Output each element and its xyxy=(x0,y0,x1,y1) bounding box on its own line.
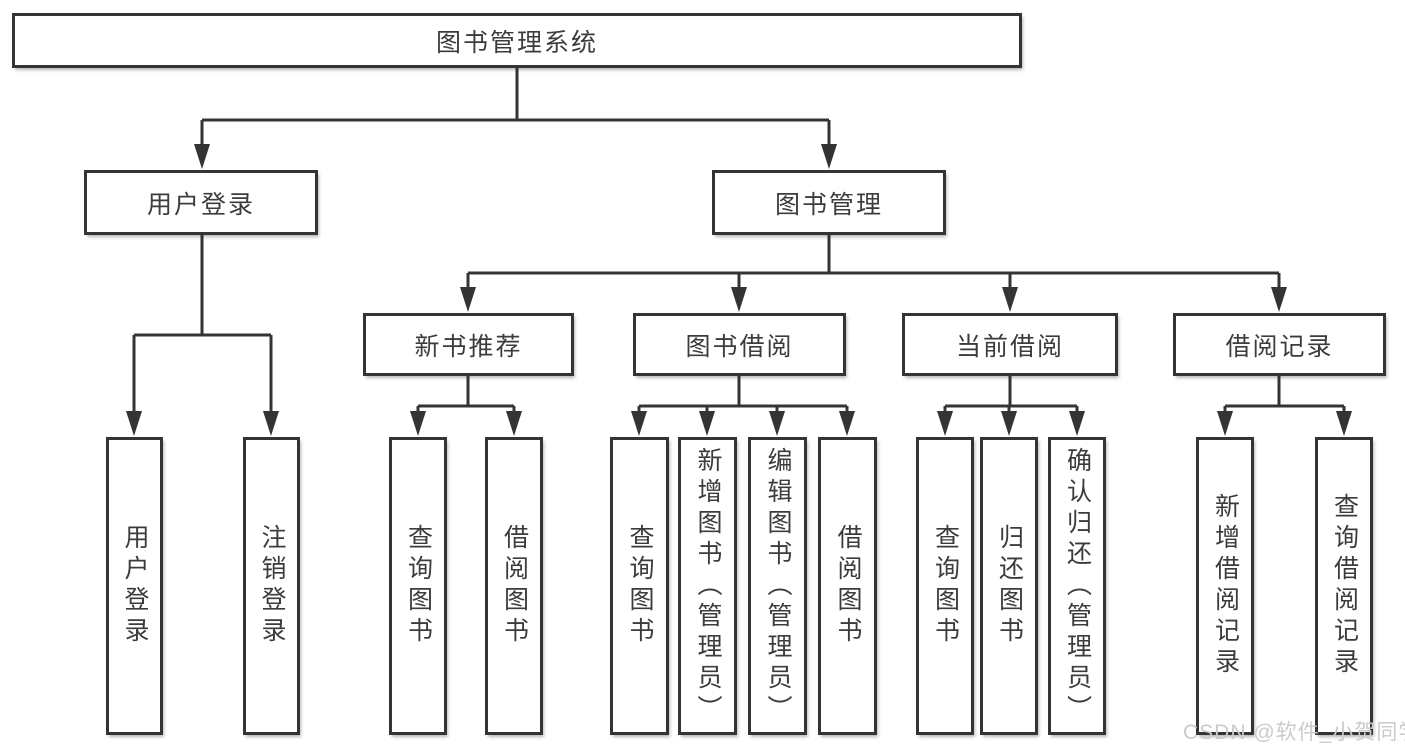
node-library-system-label: 图书管理系统 xyxy=(435,28,598,57)
csdn-watermark: CSDN @软件_小贺同学 xyxy=(1183,721,1405,744)
node-book-management: 图书管理 xyxy=(712,170,946,235)
node-new-book-recommend-label: 新书推荐 xyxy=(414,332,523,361)
leaf-user-login: 用户登录 xyxy=(106,437,163,735)
leaf-query-books-recommend: 查询图书 xyxy=(389,437,447,735)
arrowheads xyxy=(126,144,1352,436)
leaf-add-borrow-record: 新增借阅记录 xyxy=(1196,437,1254,735)
leaf-query-books-current: 查询图书 xyxy=(916,437,974,735)
node-current-borrow: 当前借阅 xyxy=(902,313,1118,376)
node-book-borrow-label: 图书借阅 xyxy=(685,332,794,361)
leaf-borrow-books: 借阅图书 xyxy=(818,437,877,735)
leaf-confirm-return-admin: 确认归还（管理员） xyxy=(1048,437,1106,735)
leaf-edit-books-admin: 编辑图书（管理员） xyxy=(748,437,807,735)
node-user-login: 用户登录 xyxy=(84,170,318,235)
node-current-borrow-label: 当前借阅 xyxy=(955,332,1064,361)
leaf-add-books-admin: 新增图书（管理员） xyxy=(678,437,737,735)
leaf-query-borrow-record: 查询借阅记录 xyxy=(1315,437,1373,735)
leaf-return-books: 归还图书 xyxy=(980,437,1038,735)
leaf-logout: 注销登录 xyxy=(243,437,300,735)
node-user-login-label: 用户登录 xyxy=(146,190,255,219)
leaf-query-books-borrow: 查询图书 xyxy=(610,437,669,735)
leaf-borrow-books-recommend: 借阅图书 xyxy=(485,437,543,735)
node-book-management-label: 图书管理 xyxy=(774,190,883,219)
node-book-borrow: 图书借阅 xyxy=(633,313,846,376)
node-new-book-recommend: 新书推荐 xyxy=(363,313,574,376)
node-library-system: 图书管理系统 xyxy=(12,13,1022,68)
node-borrow-record-label: 借阅记录 xyxy=(1225,332,1334,361)
node-borrow-record: 借阅记录 xyxy=(1173,313,1386,376)
